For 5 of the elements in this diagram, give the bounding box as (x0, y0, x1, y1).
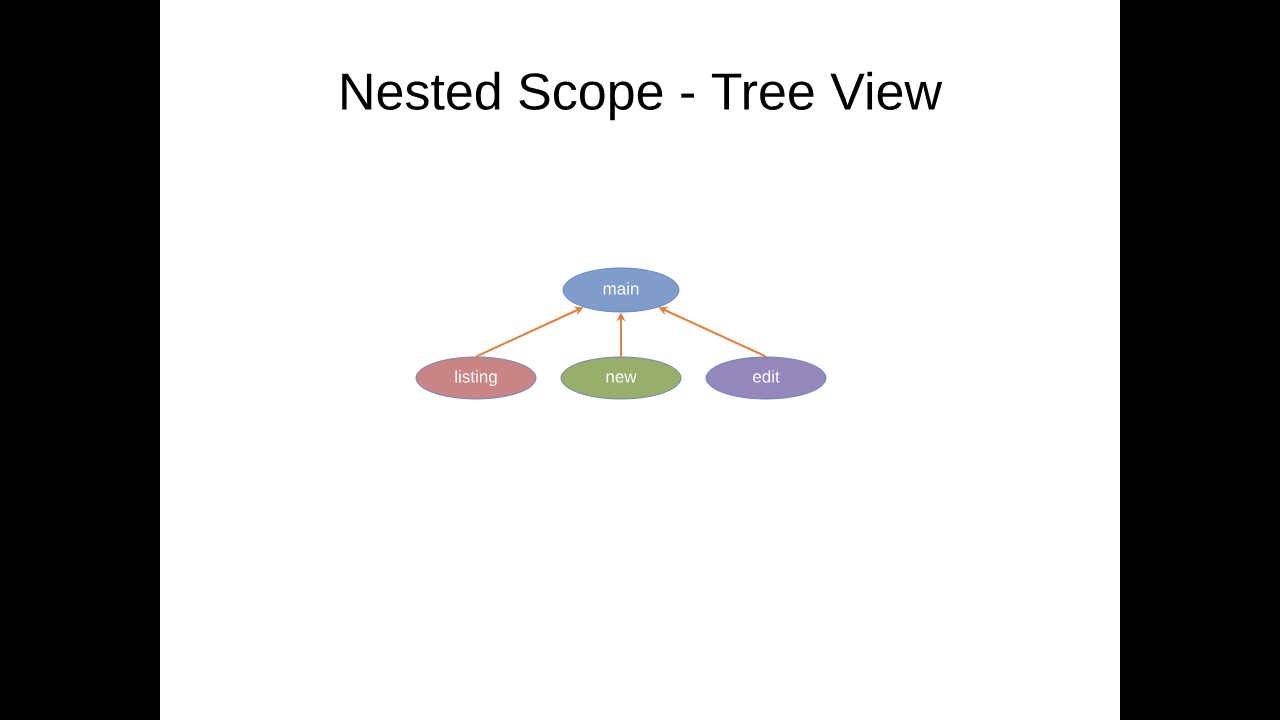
oval-node: listing (415, 356, 537, 400)
oval-node: main (562, 267, 680, 313)
slide-title: Nested Scope - Tree View (342, 71, 943, 121)
oval-node: edit (705, 356, 827, 400)
oval-node: new (560, 356, 682, 400)
